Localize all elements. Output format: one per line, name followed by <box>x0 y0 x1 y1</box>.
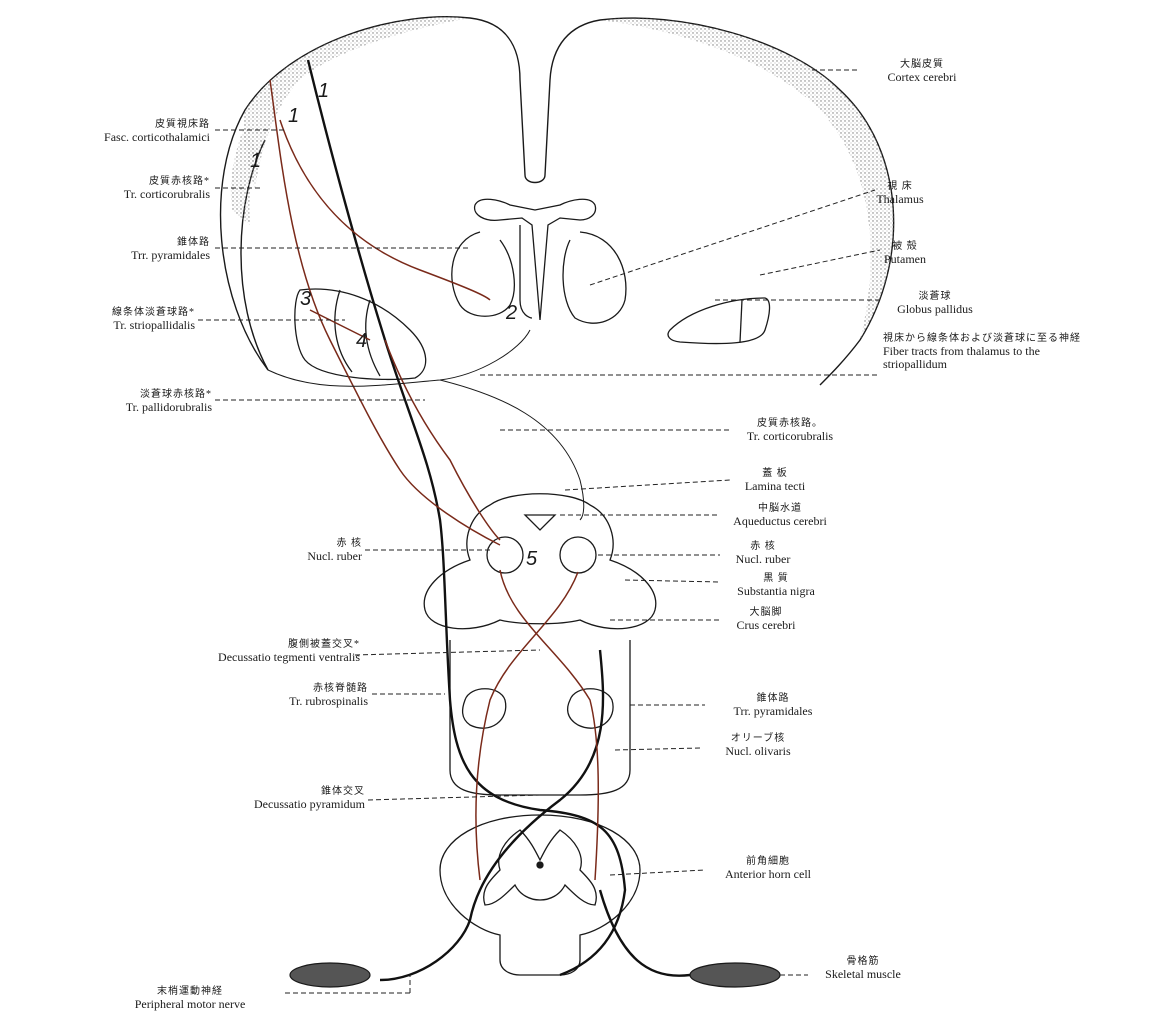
label-tr-pallidorubralis-en: Tr. pallidorubralis <box>40 401 212 414</box>
cortico-thalamic <box>280 120 490 300</box>
label-globus-pallidus-en: Globus pallidus <box>880 303 990 316</box>
pyramidal-tracts <box>308 60 690 980</box>
right-putamen-outline <box>668 298 769 344</box>
rubrospinal-right <box>476 572 578 880</box>
label-peripheral-nerve-en: Peripheral motor nerve <box>100 998 280 1011</box>
label-nucl-ruber-left-en: Nucl. ruber <box>250 550 362 563</box>
pathway-number-2: 2 <box>506 302 517 325</box>
label-nucl-ruber-right: 赤 核 Nucl. ruber <box>718 540 808 566</box>
label-nucl-ruber-right-en: Nucl. ruber <box>718 553 808 566</box>
right-red-nucleus <box>560 537 596 573</box>
left-thalamus <box>452 232 515 316</box>
label-tr-pallidorubralis: 淡蒼球赤核路* Tr. pallidorubralis <box>40 388 212 414</box>
label-fiber-tracts: 視床から線条体および淡蒼球に至る神経 Fiber tracts from tha… <box>883 332 1173 371</box>
label-globus-pallidus: 淡蒼球 Globus pallidus <box>880 290 990 316</box>
label-skeletal-muscle: 骨格筋 Skeletal muscle <box>808 955 918 981</box>
label-crus-cerebri-en: Crus cerebri <box>716 619 816 632</box>
right-thalamus <box>563 232 626 323</box>
label-fasc-corticothalamici-en: Fasc. corticothalamici <box>40 131 210 144</box>
label-nucl-olivaris-en: Nucl. olivaris <box>703 745 813 758</box>
label-putamen-en: Putamen <box>870 253 940 266</box>
label-decussatio-tegmenti: 腹側被蓋交叉* Decussatio tegmenti ventralis <box>150 638 360 664</box>
aqueduct <box>525 515 555 530</box>
right-muscle <box>690 963 780 987</box>
label-trr-pyramidales-low: 錐体路 Trr. pyramidales <box>708 692 838 718</box>
label-tr-striopallidalis-en: Tr. striopallidalis <box>40 319 195 332</box>
efferent-right-motor <box>600 890 690 976</box>
label-cortex: 大脳皮質 Cortex cerebri <box>862 58 982 84</box>
label-crus-cerebri: 大脳脚 Crus cerebri <box>716 606 816 632</box>
label-fasc-corticothalamici: 皮質視床路 Fasc. corticothalamici <box>40 118 210 144</box>
label-tr-striopallidalis: 線条体淡蒼球路* Tr. striopallidalis <box>40 306 195 332</box>
label-aqueductus-en: Aqueductus cerebri <box>715 515 845 528</box>
thalamus-region <box>452 199 626 323</box>
label-anterior-horn-en: Anterior horn cell <box>708 868 828 881</box>
midbrain-outline <box>424 494 656 629</box>
left-red-nucleus <box>487 537 523 573</box>
label-anterior-horn: 前角細胞 Anterior horn cell <box>708 855 828 881</box>
label-trr-pyramidales-low-en: Trr. pyramidales <box>708 705 838 718</box>
thalamus-midline <box>520 225 532 318</box>
label-nucl-olivaris: オリーブ核 Nucl. olivaris <box>703 732 813 758</box>
label-tr-rubrospinalis-en: Tr. rubrospinalis <box>210 695 368 708</box>
pathway-number-1a: 1 <box>318 80 329 103</box>
pathway-number-5: 5 <box>526 548 537 571</box>
pyramidal-tract-main <box>308 60 625 975</box>
label-tr-rubrospinalis: 赤核脊髄路 Tr. rubrospinalis <box>210 682 368 708</box>
label-tr-corticorubralis-top-en: Tr. corticorubralis <box>40 188 210 201</box>
label-substantia-nigra: 黒 質 Substantia nigra <box>716 572 836 598</box>
label-tr-corticorubralis-top: 皮質赤核路* Tr. corticorubralis <box>40 175 210 201</box>
left-muscle <box>290 963 370 987</box>
label-lamina-tecti: 蓋 板 Lamina tecti <box>730 467 820 493</box>
extrapyramidal-tracts <box>270 80 598 880</box>
ventricle-top <box>475 199 596 320</box>
right-olive <box>568 689 613 728</box>
label-decussatio-pyramidum: 錐体交叉 Decussatio pyramidum <box>170 785 365 811</box>
label-trr-pyramidales-top-en: Trr. pyramidales <box>40 249 210 262</box>
label-trr-pyramidales-top: 錐体路 Trr. pyramidales <box>40 236 210 262</box>
label-nucl-ruber-left: 赤 核 Nucl. ruber <box>250 537 362 563</box>
label-aqueductus: 中脳水道 Aqueductus cerebri <box>715 502 845 528</box>
midbrain <box>424 494 656 629</box>
label-lamina-tecti-en: Lamina tecti <box>730 480 820 493</box>
label-decussatio-pyramidum-en: Decussatio pyramidum <box>170 798 365 811</box>
pathway-number-1b: 1 <box>288 105 299 128</box>
pathway-number-4: 4 <box>356 330 367 353</box>
label-thalamus: 視 床 Thalamus <box>860 180 940 206</box>
label-thalamus-en: Thalamus <box>860 193 940 206</box>
label-skeletal-muscle-en: Skeletal muscle <box>808 968 918 981</box>
label-substantia-nigra-en: Substantia nigra <box>716 585 836 598</box>
label-putamen: 被 殻 Putamen <box>870 240 940 266</box>
label-tr-corticorubralis-mid: 皮質赤核路。 Tr. corticorubralis <box>720 417 860 443</box>
label-tr-corticorubralis-mid-en: Tr. corticorubralis <box>720 430 860 443</box>
left-cortex-band <box>244 17 470 190</box>
cortico-rubral <box>270 80 500 545</box>
pathway-number-3: 3 <box>300 288 311 311</box>
right-lentiform-nucleus <box>668 298 769 344</box>
pathway-number-1c: 1 <box>250 150 261 173</box>
label-decussatio-tegmenti-en: Decussatio tegmenti ventralis <box>150 651 360 664</box>
right-cortex-band <box>600 18 894 340</box>
label-fiber-tracts-en2: striopallidum <box>883 358 1173 371</box>
label-cortex-en: Cortex cerebri <box>862 71 982 84</box>
left-olive <box>463 689 506 728</box>
label-peripheral-nerve: 末梢運動神経 Peripheral motor nerve <box>100 985 280 1011</box>
